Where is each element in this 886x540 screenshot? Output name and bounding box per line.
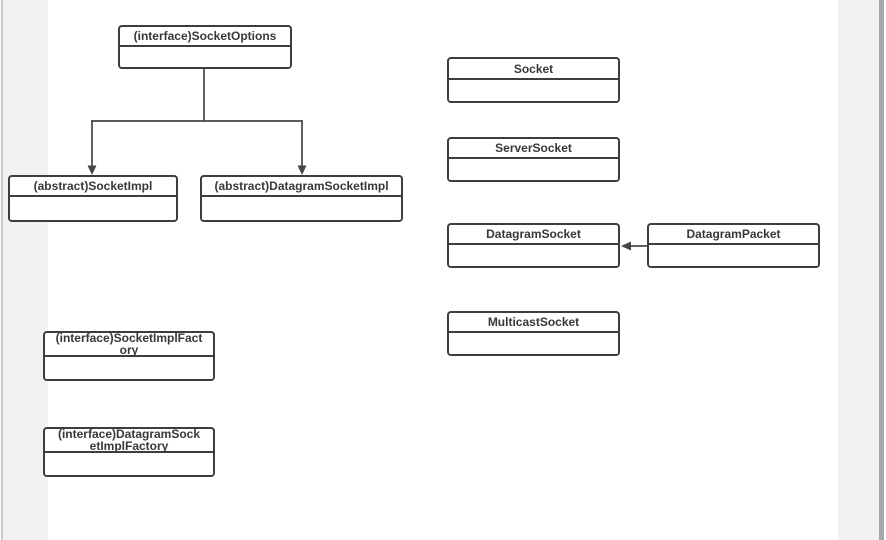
left-panel-edge [0,0,3,540]
class-box-body [449,159,618,180]
class-box-socket-impl[interactable]: (abstract)SocketImpl [8,175,178,222]
class-box-title: (interface)DatagramSock etImplFactory [45,428,213,453]
class-box-title: (interface)SocketImplFact ory [45,332,213,357]
class-box-multicast-socket[interactable]: MulticastSocket [447,311,620,356]
class-box-title: ServerSocket [449,139,618,159]
class-box-datagram-socket[interactable]: DatagramSocket [447,223,620,268]
class-box-socket-impl-factory[interactable]: (interface)SocketImplFact ory [43,331,215,381]
class-box-title: (abstract)DatagramSocketImpl [202,177,401,197]
class-box-datagram-socket-impl[interactable]: (abstract)DatagramSocketImpl [200,175,403,222]
class-box-title: DatagramSocket [449,225,618,245]
arrowhead-down-right-icon [297,165,307,175]
class-box-title: MulticastSocket [449,313,618,333]
class-box-server-socket[interactable]: ServerSocket [447,137,620,182]
arrowhead-left-icon [621,241,631,251]
connector-socketoptions-tree[interactable] [91,69,303,166]
class-box-body [45,357,213,379]
class-box-body [120,47,290,67]
class-box-body [449,333,618,354]
vertical-scrollbar[interactable] [879,0,884,540]
class-box-title: Socket [449,59,618,80]
class-box-body [449,245,618,266]
connector-datagrampacket-to-datagramsocket[interactable] [621,241,647,251]
class-box-datagram-packet[interactable]: DatagramPacket [647,223,820,268]
class-box-title: (interface)SocketOptions [120,27,290,47]
class-box-body [449,80,618,101]
arrowhead-down-left-icon [87,165,97,175]
class-box-body [10,197,176,220]
class-box-title: DatagramPacket [649,225,818,245]
class-box-body [649,245,818,266]
class-box-body [45,453,213,475]
class-box-socket[interactable]: Socket [447,57,620,103]
class-box-datagram-sock-impl-factory[interactable]: (interface)DatagramSock etImplFactory [43,427,215,477]
class-box-title: (abstract)SocketImpl [10,177,176,197]
class-box-socket-options[interactable]: (interface)SocketOptions [118,25,292,69]
class-box-body [202,197,401,220]
